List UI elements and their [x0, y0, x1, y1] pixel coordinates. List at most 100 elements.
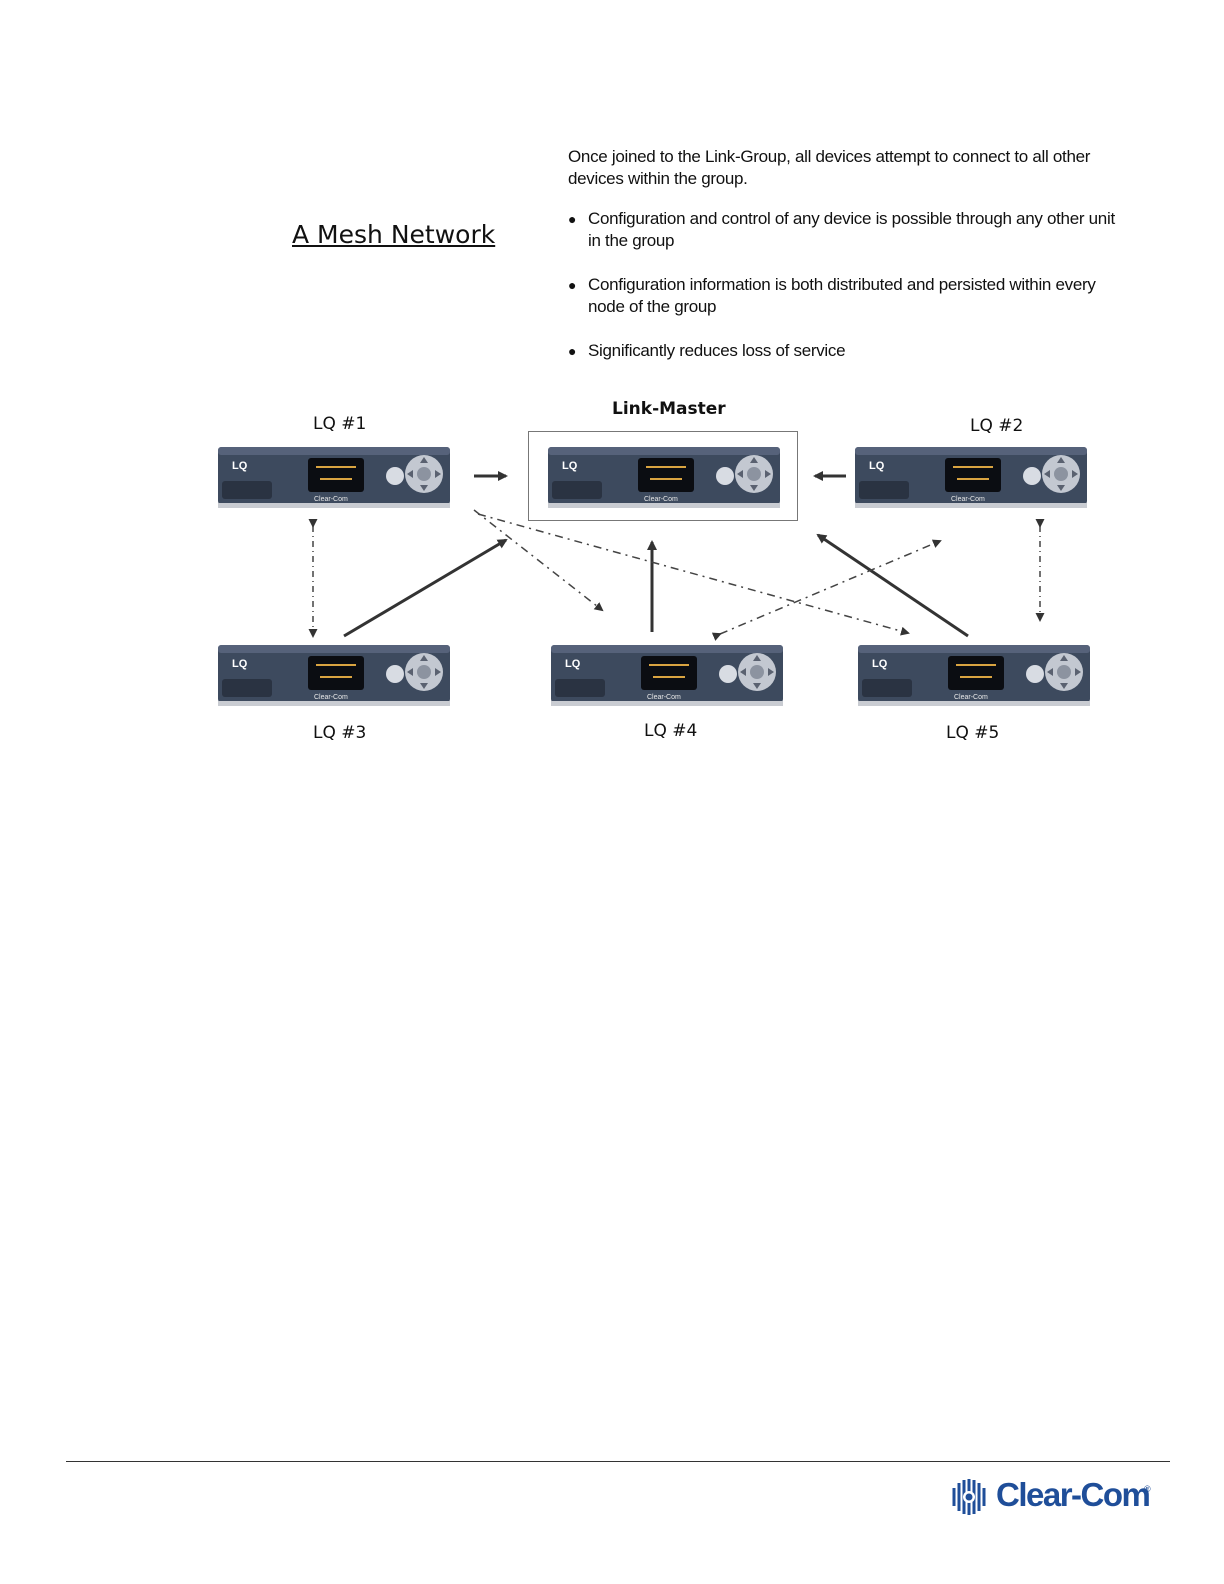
- link-lq1-lq5: [477, 513, 910, 636]
- device-screen-line: [320, 676, 352, 678]
- nav-up-icon: [750, 457, 758, 463]
- device-screen: [641, 656, 697, 690]
- nav-down-icon: [750, 485, 758, 491]
- device-handset-icon: [386, 665, 404, 683]
- device-lq2: LQ Clear-Com: [855, 443, 1087, 509]
- device-footer-label: Clear-Com: [951, 496, 985, 503]
- nav-down-icon: [420, 485, 428, 491]
- device-navigation-center: [1054, 467, 1068, 481]
- device-brand-label: LQ: [232, 658, 248, 670]
- device-base: [218, 701, 450, 706]
- nav-down-icon: [1060, 683, 1068, 689]
- device-panel: LQ Clear-Com: [858, 645, 1090, 706]
- device-screen-line: [646, 466, 686, 468]
- device-panel: LQ Clear-Com: [218, 645, 450, 706]
- bullet-dot-icon: ●: [568, 343, 577, 359]
- device-navigation-center: [750, 665, 764, 679]
- clear-com-logo: Clear-Com ®: [948, 1474, 1158, 1520]
- bullet-item: ●Configuration and control of any device…: [568, 209, 1115, 250]
- device-top-edge: [551, 645, 783, 653]
- device-screen-line: [957, 478, 989, 480]
- clear-com-logo-icon: [952, 1479, 986, 1515]
- nav-down-icon: [420, 683, 428, 689]
- device-lq1: LQ Clear-Com: [218, 443, 450, 509]
- device-footer-label: Clear-Com: [644, 496, 678, 503]
- node-label-lq2: LQ #2: [970, 416, 1024, 436]
- device-brand-label: LQ: [562, 460, 578, 472]
- nav-left-icon: [1047, 668, 1053, 676]
- device-panel: LQ Clear-Com: [548, 447, 780, 508]
- device-top-edge: [858, 645, 1090, 653]
- nav-down-icon: [1057, 485, 1065, 491]
- device-brand-label: LQ: [565, 658, 581, 670]
- device-panel: LQ Clear-Com: [218, 447, 450, 508]
- device-panel: LQ Clear-Com: [551, 645, 783, 706]
- device-top-edge: [218, 645, 450, 653]
- device-panel: LQ Clear-Com: [855, 447, 1087, 508]
- nav-right-icon: [768, 668, 774, 676]
- device-brand-label: LQ: [232, 460, 248, 472]
- device-footer-label: Clear-Com: [314, 694, 348, 701]
- device-footer-label: Clear-Com: [954, 694, 988, 701]
- device-screen-line: [953, 466, 993, 468]
- nav-right-icon: [435, 668, 441, 676]
- device-lq5: LQ Clear-Com: [858, 641, 1090, 707]
- device-footer-label: Clear-Com: [647, 694, 681, 701]
- arrow-lq3-to-master: [343, 538, 508, 638]
- link-lq1-lq4: [473, 509, 604, 612]
- device-lq3: LQ Clear-Com: [218, 641, 450, 707]
- device-base: [855, 503, 1087, 508]
- bullet-list: ●Configuration and control of any device…: [568, 208, 1128, 384]
- intro-paragraph: Once joined to the Link-Group, all devic…: [568, 147, 1091, 188]
- nav-up-icon: [1057, 457, 1065, 463]
- device-top-edge: [218, 447, 450, 455]
- device-port: [555, 679, 605, 697]
- device-brand-label: LQ: [872, 658, 888, 670]
- link-master-frame: [528, 431, 798, 521]
- nav-up-icon: [420, 457, 428, 463]
- logo-wordmark: Clear-Com: [996, 1476, 1151, 1513]
- device-port: [222, 481, 272, 499]
- arrow-lq5-to-master: [816, 533, 969, 638]
- device-handset-icon: [716, 467, 734, 485]
- device-footer-label: Clear-Com: [314, 496, 348, 503]
- node-label-lq3: LQ #3: [313, 723, 367, 743]
- device-screen: [308, 458, 364, 492]
- device-screen-line: [960, 676, 992, 678]
- bullet-dot-icon: ●: [568, 211, 577, 227]
- device-navigation-center: [417, 467, 431, 481]
- device-screen-line: [320, 478, 352, 480]
- nav-right-icon: [1075, 668, 1081, 676]
- bullet-item: ●Significantly reduces loss of service: [568, 341, 846, 360]
- device-port: [552, 481, 602, 499]
- link-lq4-lq2: [711, 539, 942, 641]
- link-master-label: Link-Master: [612, 399, 726, 419]
- device-base: [858, 701, 1090, 706]
- nav-left-icon: [407, 470, 413, 478]
- page-heading: A Mesh Network: [292, 220, 496, 249]
- device-screen-line: [649, 664, 689, 666]
- device-handset-icon: [1023, 467, 1041, 485]
- device-screen-line: [316, 664, 356, 666]
- device-base: [548, 503, 780, 508]
- device-screen-line: [316, 466, 356, 468]
- logo-registered-mark: ®: [1144, 1484, 1151, 1494]
- device-port: [222, 679, 272, 697]
- device-brand-label: LQ: [869, 460, 885, 472]
- device-screen: [948, 656, 1004, 690]
- node-label-lq5: LQ #5: [946, 723, 1000, 743]
- node-label-lq4: LQ #4: [644, 721, 698, 741]
- device-top-edge: [548, 447, 780, 455]
- node-label-lq1: LQ #1: [313, 414, 367, 434]
- device-screen-line: [956, 664, 996, 666]
- device-screen: [308, 656, 364, 690]
- nav-left-icon: [1044, 470, 1050, 478]
- device-base: [218, 503, 450, 508]
- nav-right-icon: [1072, 470, 1078, 478]
- nav-right-icon: [435, 470, 441, 478]
- device-handset-icon: [719, 665, 737, 683]
- device-navigation-center: [417, 665, 431, 679]
- device-navigation-center: [747, 467, 761, 481]
- device-lq4: LQ Clear-Com: [551, 641, 783, 707]
